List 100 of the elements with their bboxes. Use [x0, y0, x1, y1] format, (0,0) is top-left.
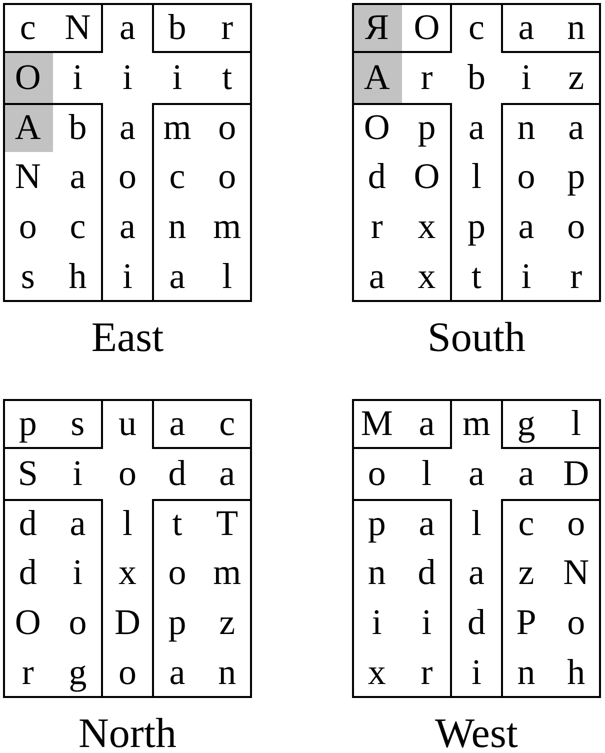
grid-letter: d: [468, 601, 486, 644]
grid-letter: O: [414, 155, 440, 198]
grid-letter: i: [72, 551, 83, 594]
letter-block: [152, 399, 252, 449]
grid-letter: o: [118, 155, 136, 198]
grid-letter: a: [468, 551, 484, 594]
grid-letter: b: [468, 56, 486, 98]
grid-letter: T: [216, 502, 238, 544]
grid-letter: z: [219, 601, 236, 644]
grid-letter: i: [521, 56, 532, 98]
grid-letter: b: [68, 106, 87, 148]
grid-letter: z: [568, 56, 584, 98]
letter-block: [501, 399, 601, 449]
grid-letter: u: [118, 402, 136, 444]
grid-letter: l: [222, 254, 232, 297]
grid-letter: g: [68, 650, 87, 693]
letter-grid: [3, 399, 252, 698]
grid-letter: p: [567, 155, 586, 198]
grid-letter: d: [418, 551, 436, 594]
grid-letter: M: [360, 402, 393, 444]
letter-grid: [352, 3, 601, 302]
grid-letter: a: [468, 452, 484, 494]
grid-letter: z: [518, 551, 534, 594]
letter-block: [3, 3, 103, 53]
grid-letter: a: [169, 402, 186, 444]
grid-letter: p: [368, 502, 386, 544]
grid-letter: r: [570, 254, 582, 297]
grid-letter: b: [168, 6, 186, 48]
grid-letter: a: [70, 155, 86, 198]
grid-letter: i: [122, 255, 132, 297]
grid-letter: g: [517, 402, 536, 444]
letter-block: [152, 3, 252, 53]
grid-letter: l: [122, 502, 132, 544]
grid-letter: a: [120, 205, 136, 248]
grid-caption: East: [91, 320, 164, 356]
grid-letter: n: [368, 551, 386, 594]
letter-block: [352, 102, 452, 302]
grid-letter: p: [18, 402, 37, 444]
grid-letter: i: [72, 452, 83, 494]
letter-block: [3, 399, 103, 449]
grid-letter: t: [472, 255, 482, 297]
grid-letter: l: [472, 502, 482, 544]
grid-letter: c: [219, 402, 236, 444]
grid-letter: o: [18, 205, 37, 248]
grid-letter: i: [472, 651, 482, 693]
grid-letter: a: [468, 106, 484, 148]
grid-letter: o: [517, 155, 536, 198]
letter-grid: [3, 3, 252, 302]
grid-letter: n: [218, 650, 236, 693]
grid-letter: t: [222, 56, 232, 98]
grid-letter: o: [218, 155, 236, 198]
grid-letter: o: [168, 551, 186, 594]
grid-letter: S: [18, 452, 38, 494]
letter-block: [3, 498, 103, 698]
letter-block: [352, 498, 452, 698]
letter-block: [352, 399, 452, 449]
grid-letter: m: [213, 205, 242, 248]
grid-letter: a: [418, 502, 435, 544]
grid-letter: p: [468, 205, 486, 248]
grid-letter: d: [368, 155, 386, 198]
grid-letter: O: [364, 106, 390, 148]
grid-letter: n: [517, 650, 536, 693]
grid-letter: m: [163, 106, 192, 148]
grid-letter: a: [169, 650, 186, 693]
grid-letter: A: [364, 56, 390, 98]
grid-letter: m: [213, 551, 242, 594]
grid-letter: i: [172, 56, 182, 98]
grid-letter: d: [18, 551, 37, 594]
grid-letter: r: [370, 205, 383, 248]
grid-letter: l: [422, 452, 432, 494]
grid-letter: i: [422, 601, 432, 644]
grid-letter: a: [518, 452, 534, 494]
grid-letter: s: [70, 402, 85, 444]
grid-letter: i: [72, 56, 83, 98]
grid-letter: o: [368, 452, 386, 494]
grid-letter: O: [14, 56, 41, 98]
grid-letter: a: [518, 205, 534, 248]
grid-letter: d: [18, 502, 37, 544]
grid-letter: Я: [364, 6, 389, 48]
grid-letter: h: [68, 254, 87, 297]
grid-letter: o: [118, 651, 136, 693]
letter-block: [3, 102, 103, 302]
shaded-cell: [5, 52, 53, 103]
grid-letter: c: [518, 502, 534, 544]
grid-letter: p: [418, 106, 436, 148]
grid-letter: a: [120, 6, 136, 48]
grid-letter: n: [168, 205, 186, 248]
grid-letter: n: [517, 106, 536, 148]
grid-letter: o: [118, 452, 136, 494]
grid-letter: l: [571, 402, 582, 444]
grid-letter: r: [420, 56, 433, 98]
grid-letter: n: [567, 6, 586, 48]
letter-block: [152, 498, 252, 698]
grid-letter: i: [521, 254, 532, 297]
letter-grid: [352, 399, 601, 698]
grid-letter: r: [22, 650, 34, 693]
letter-block: [501, 3, 601, 53]
grid-caption: West: [435, 716, 518, 752]
grid-letter: l: [472, 155, 482, 198]
grid-letter: o: [567, 502, 586, 544]
